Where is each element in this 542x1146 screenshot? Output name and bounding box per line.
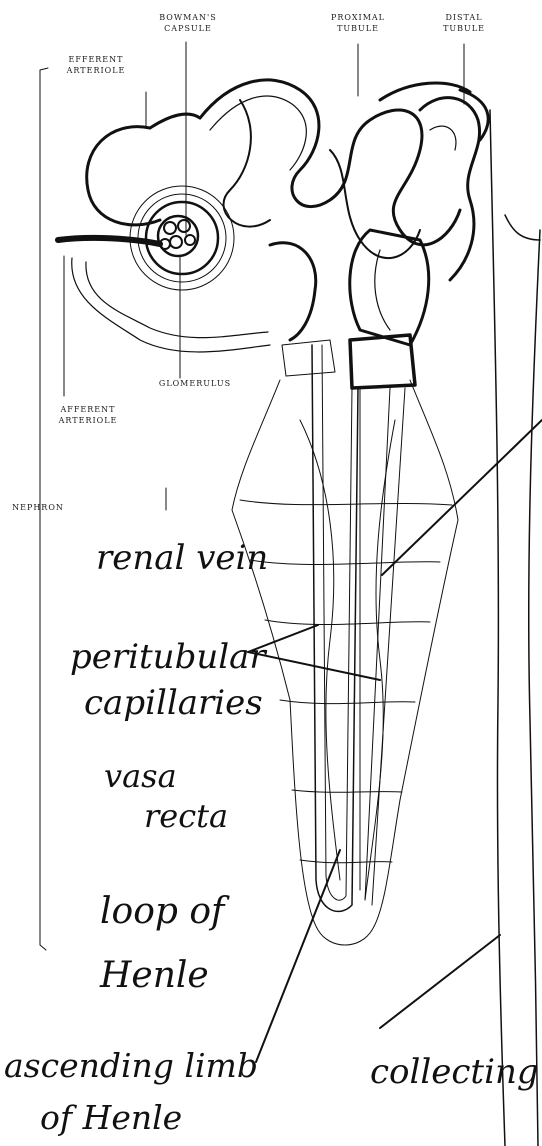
loop-of-henle xyxy=(312,345,405,911)
ascending-limb-label: ascending limb of Henle xyxy=(4,1040,258,1144)
glomerulus-label: GLOMERULUS xyxy=(140,378,250,389)
distal-tubule xyxy=(420,98,480,280)
collecting-tubule-label: collecting t xyxy=(370,1052,542,1092)
afferent-arteriole-label: AFFERENT ARTERIOLE xyxy=(42,404,134,426)
label-leaders xyxy=(64,42,464,510)
distal-tubule-label: DISTAL TUBULE xyxy=(428,12,500,34)
proximal-tubule-label: PROXIMAL TUBULE xyxy=(318,12,398,34)
vasa-recta-label: vasa recta xyxy=(104,756,228,836)
collecting-tubule xyxy=(490,110,540,1146)
glomerulus xyxy=(158,216,198,256)
efferent-arteriole-label: EFFERENT ARTERIOLE xyxy=(56,54,136,76)
renal-vein-label: renal vein xyxy=(96,538,268,578)
loop-of-henle-label: loop of Henle xyxy=(100,880,224,1008)
bowmans-capsule-label: BOWMAN'S CAPSULE xyxy=(148,12,228,34)
afferent-arteriole xyxy=(58,238,160,244)
nephron-label: NEPHRON xyxy=(8,502,68,513)
peritubular-capillaries-label: peritubular capillaries xyxy=(70,634,266,726)
efferent-arteriole xyxy=(87,127,160,225)
bowmans-capsule xyxy=(130,186,234,290)
